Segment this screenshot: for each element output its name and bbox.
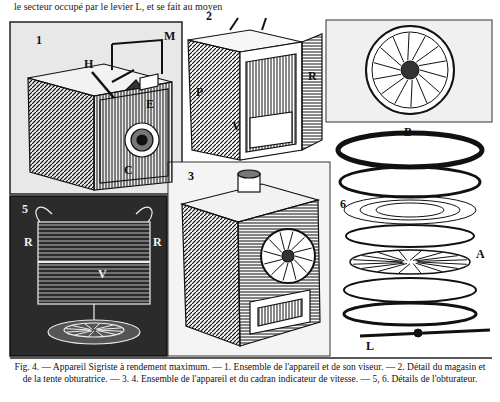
wheel-spoke <box>419 74 439 92</box>
camera-view-1 <box>28 40 172 190</box>
panel-frame <box>326 20 492 122</box>
wheel-spoke <box>294 248 312 252</box>
shutter-curtain <box>36 207 152 344</box>
wheel-spoke <box>417 260 467 262</box>
part-letter: C <box>124 164 133 176</box>
figure-number: 2 <box>206 10 212 22</box>
wheel-spoke <box>292 237 305 250</box>
wheel-spoke <box>263 251 281 256</box>
wheel-spoke <box>353 263 403 265</box>
wheel-spoke <box>295 256 313 261</box>
wheel-spoke <box>399 251 407 261</box>
wheel-spoke <box>408 33 409 60</box>
wheel-spoke <box>67 330 91 332</box>
part-letter: M <box>164 30 175 42</box>
wheel-spoke <box>283 263 288 281</box>
wheel-spoke <box>85 324 92 330</box>
wheel-spoke <box>416 78 427 103</box>
part-letter: P <box>196 86 203 98</box>
wheel-spoke <box>264 260 282 264</box>
wheel-spoke <box>374 63 400 70</box>
wheel-spoke <box>393 37 404 62</box>
panel-frame <box>10 196 167 356</box>
camera-view-3 <box>182 170 320 346</box>
wheel-spoke <box>419 61 446 66</box>
figure-number: 3 <box>188 170 194 182</box>
wheel-spoke <box>97 328 121 330</box>
page-text: le secteur occupé par le levier L, et se… <box>14 2 222 12</box>
figure-number: 1 <box>36 34 42 46</box>
wheel-spoke <box>280 232 284 250</box>
panel-frame <box>168 162 330 356</box>
part-letter: E <box>146 98 154 110</box>
wheel-spoke <box>411 80 412 107</box>
wheel-spoke <box>288 231 293 249</box>
part-letter: V <box>232 120 241 132</box>
part-letter: V <box>98 268 107 280</box>
part-letter: R <box>308 70 317 82</box>
part-letter: H <box>84 58 93 70</box>
camera-view-2 <box>188 18 322 160</box>
part-letter: L <box>366 340 374 352</box>
wheel-spoke <box>292 262 296 280</box>
shutter-parts <box>338 133 490 337</box>
wheel-spoke <box>420 70 446 77</box>
part-letter: B <box>404 126 412 138</box>
figure-number: 6 <box>340 198 346 210</box>
wheel-spoke <box>96 331 103 337</box>
wheel-spoke <box>416 263 442 272</box>
wheel-spoke <box>416 46 438 62</box>
shutter-disc <box>366 26 454 114</box>
wheel-spoke <box>271 262 284 275</box>
part-letter: R <box>24 236 33 248</box>
part-letter: R <box>153 236 162 248</box>
wheel-spoke <box>374 74 401 79</box>
wheel-spoke <box>381 48 401 66</box>
figure-number: 5 <box>22 203 28 215</box>
wheel-spoke <box>382 78 404 94</box>
wheel-spoke <box>378 252 404 261</box>
wheel-spoke <box>269 239 282 252</box>
panel-frame <box>10 22 182 194</box>
figure-caption: Fig. 4. — Appareil Sigriste à rendement … <box>14 362 486 386</box>
part-letter: A <box>476 248 485 260</box>
wheel-spoke <box>294 260 307 273</box>
wheel-spoke <box>413 263 421 273</box>
